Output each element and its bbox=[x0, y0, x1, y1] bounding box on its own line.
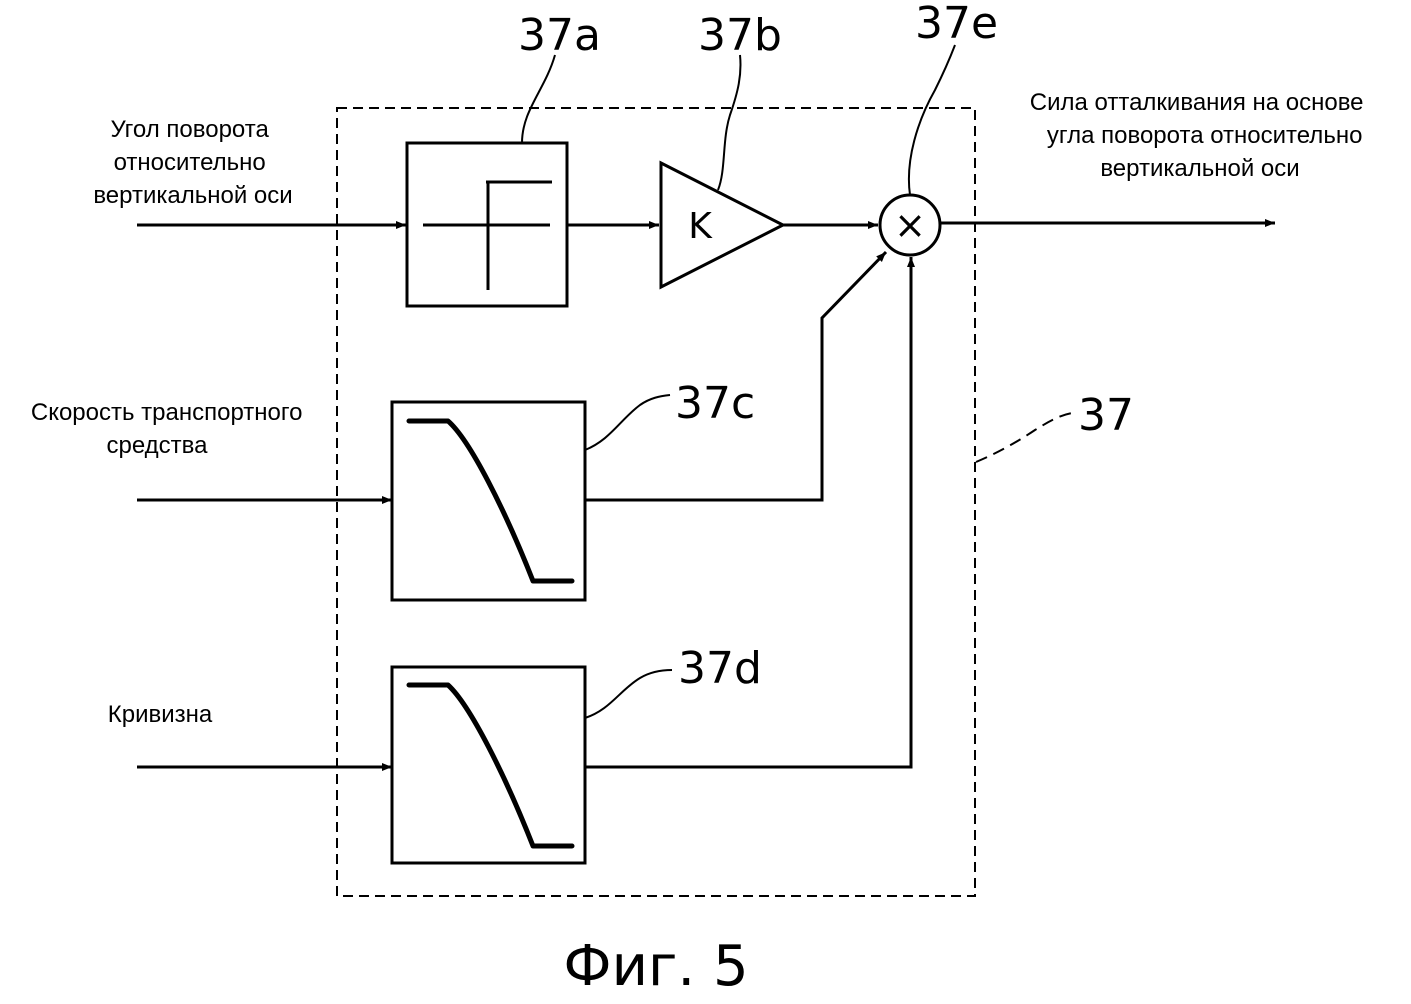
input-label-vehicle-speed-line1: Скорость транспортного bbox=[31, 399, 303, 426]
figure-caption: Фиг. 5 bbox=[563, 934, 748, 999]
leader-37 bbox=[975, 412, 1073, 463]
block-37c-curve bbox=[406, 418, 575, 584]
output-label-line1: Сила отталкивания на основе bbox=[1030, 89, 1364, 116]
input-label-vehicle-speed: Скорость транспортного средства bbox=[31, 399, 309, 459]
unit-37-boundary bbox=[336, 107, 976, 897]
ref-37: 37 bbox=[1078, 390, 1134, 441]
input-label-curvature-line1: Кривизна bbox=[108, 701, 213, 728]
input-label-yaw-angle-line2: относительно bbox=[114, 149, 266, 176]
block-37b-gain bbox=[659, 160, 787, 290]
block-37d-curvature-map bbox=[390, 665, 587, 865]
output-label-line2: угла поворота относительно bbox=[1047, 122, 1363, 149]
leader-37a bbox=[521, 54, 556, 144]
block-37e-multiplier-symbol: × bbox=[894, 203, 926, 247]
ref-37d: 37d bbox=[678, 643, 762, 694]
block-37d-curve bbox=[406, 682, 575, 849]
ref-37c: 37c bbox=[675, 378, 755, 429]
input-label-yaw-angle-line1: Угол поворота bbox=[111, 116, 270, 143]
ref-37a: 37a bbox=[518, 10, 601, 61]
leader-37e bbox=[907, 44, 956, 196]
ref-37b: 37b bbox=[698, 10, 782, 61]
input-label-curvature: Кривизна bbox=[108, 701, 213, 728]
leader-37b bbox=[717, 54, 742, 191]
input-label-yaw-angle: Угол поворота относительно вертикальной … bbox=[93, 116, 292, 209]
output-label: Сила отталкивания на основе угла поворот… bbox=[1030, 89, 1370, 182]
ref-37e: 37e bbox=[915, 0, 998, 49]
block-37c-speed-map bbox=[390, 400, 587, 602]
block-37b-gain-symbol: K bbox=[688, 206, 713, 247]
input-label-vehicle-speed-line2: средства bbox=[107, 432, 209, 459]
output-label-line3: вертикальной оси bbox=[1100, 155, 1299, 182]
leader-37c bbox=[584, 394, 671, 451]
leader-37d bbox=[584, 669, 673, 719]
wire-37d-to-37e bbox=[585, 257, 915, 769]
wire-37c-to-37e bbox=[585, 250, 888, 502]
input-label-yaw-angle-line3: вертикальной оси bbox=[93, 182, 292, 209]
